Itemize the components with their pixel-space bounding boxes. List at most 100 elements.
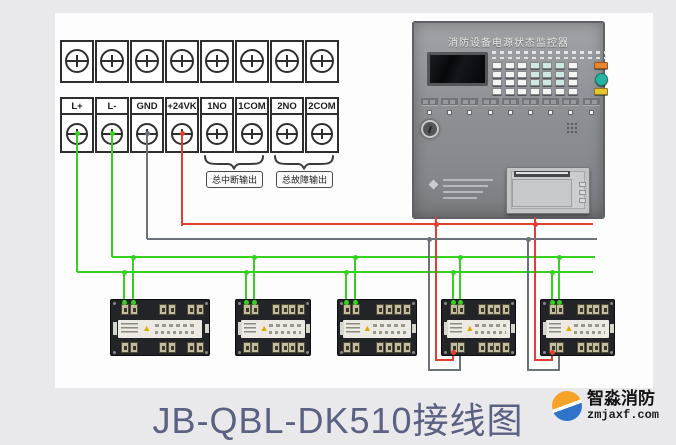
corner-screw-icon — [610, 302, 613, 305]
module-terminal — [187, 342, 195, 353]
module-terminal — [168, 304, 176, 315]
wire-junction — [352, 254, 358, 260]
module-terminal — [297, 342, 305, 353]
module-terminal — [121, 304, 129, 315]
wire-y — [146, 133, 148, 239]
wire-junction — [556, 254, 562, 260]
keypad-key — [492, 79, 502, 87]
module-terminal — [251, 304, 259, 315]
module-terminal — [168, 342, 176, 353]
wire-junction — [549, 349, 555, 355]
wire-junction — [433, 221, 439, 227]
brace-fault-output — [274, 155, 334, 170]
wire-r — [182, 223, 593, 225]
terminal-upper — [60, 40, 94, 83]
keypad-key — [542, 62, 553, 69]
keypad-key — [517, 79, 528, 87]
warning-triangle-icon: ▲ — [564, 323, 574, 333]
module-terminal — [493, 304, 501, 315]
keypad-key — [517, 62, 528, 69]
corner-screw-icon — [412, 302, 415, 305]
panel-button — [568, 110, 574, 115]
module-side-tab — [511, 324, 515, 333]
keypad-key — [555, 70, 565, 78]
wire-g — [132, 257, 134, 304]
keypad-key — [567, 87, 578, 95]
indicator-window — [522, 98, 539, 106]
wire-g — [452, 272, 454, 304]
module-terminal — [493, 342, 501, 353]
keypad-key — [504, 70, 515, 78]
wire-r — [436, 359, 453, 361]
module-terminal — [457, 304, 465, 315]
terminal-lower — [270, 113, 304, 153]
module-terminal — [556, 342, 564, 353]
wire-junction — [532, 221, 538, 227]
wire-y — [147, 238, 597, 240]
module-label: ▲ — [546, 320, 609, 338]
module-terminal — [577, 342, 585, 353]
wire-junction — [426, 236, 432, 242]
corner-screw-icon — [113, 302, 116, 305]
keypad-key — [504, 79, 515, 87]
wire-junction — [109, 130, 115, 136]
module-terminal — [376, 342, 384, 353]
module-terminal — [478, 342, 486, 353]
module-terminal — [288, 342, 296, 353]
module-terminal — [577, 304, 585, 315]
module-terminal — [187, 304, 195, 315]
wire-r — [435, 217, 437, 361]
wire-junction — [179, 130, 185, 136]
keypad-key — [529, 79, 540, 87]
brand-name: 智淼消防 — [587, 389, 655, 408]
speaker-grille-icon — [566, 122, 578, 134]
module-terminal — [352, 342, 360, 353]
indicator-window — [542, 98, 560, 106]
module-terminal — [394, 304, 402, 315]
module-terminal — [403, 342, 411, 353]
warning-triangle-icon: ▲ — [465, 323, 475, 333]
keypad-key — [504, 87, 515, 95]
manufacturer-info — [428, 177, 496, 205]
brand-logo-icon — [552, 391, 582, 421]
screw-icon — [205, 49, 229, 73]
printer-button — [579, 190, 586, 195]
corner-screw-icon — [511, 302, 514, 305]
module-terminal — [385, 304, 393, 315]
wire-g — [111, 133, 113, 257]
terminal-lower — [235, 113, 269, 153]
wire-junction — [343, 299, 349, 305]
key-lock — [421, 120, 439, 138]
module-terminal — [352, 304, 360, 315]
monitor-module: ▲ — [337, 299, 417, 356]
monitor-module: ▲ — [110, 299, 210, 356]
screw-icon — [170, 49, 194, 73]
terminal-upper — [165, 40, 199, 83]
module-terminal — [130, 342, 138, 353]
keypad-key — [504, 62, 515, 69]
wire-junction — [450, 299, 456, 305]
corner-screw-icon — [340, 302, 343, 305]
module-terminal — [288, 304, 296, 315]
wire-junction — [243, 299, 249, 305]
wire-r — [534, 217, 536, 361]
wire-junction — [549, 269, 555, 275]
module-terminal — [403, 304, 411, 315]
wire-g — [77, 271, 593, 273]
module-terminal — [272, 304, 280, 315]
module-terminal — [343, 304, 351, 315]
module-terminal — [130, 304, 138, 315]
monitor-module: ▲ — [441, 299, 516, 356]
corner-screw-icon — [238, 351, 241, 354]
wire-junction — [457, 254, 463, 260]
wire-g — [551, 272, 553, 304]
corner-screw-icon — [306, 302, 309, 305]
module-side-tab — [340, 322, 344, 335]
keypad-legend-row — [492, 56, 606, 59]
screw-icon — [310, 49, 334, 73]
module-side-tab — [113, 322, 117, 335]
module-terminal — [385, 342, 393, 353]
corner-screw-icon — [511, 351, 514, 354]
module-terminal — [502, 342, 510, 353]
module-side-tab — [412, 324, 416, 333]
